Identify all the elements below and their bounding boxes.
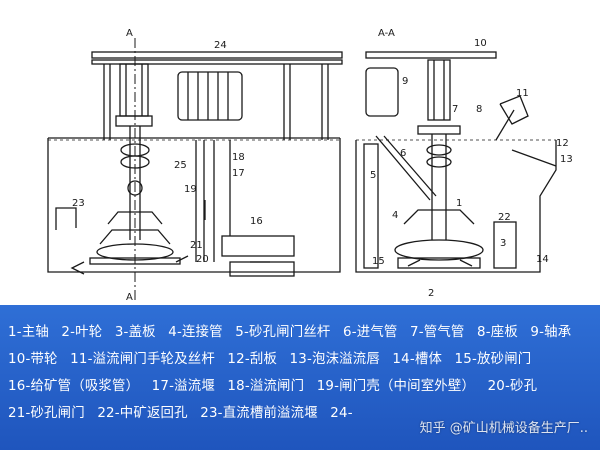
callout-right: 8 — [476, 104, 482, 115]
legend-item: 7-管气管 — [409, 325, 465, 340]
parts-legend: 1-主轴 2-叶轮 3-盖板 4-连接管 5-砂孔闸门丝杆 6-进气管 7-管气… — [0, 305, 600, 450]
callout-right: 22 — [498, 212, 511, 223]
legend-item: 14-槽体 — [392, 352, 443, 367]
section-mark-bottom: A — [126, 292, 133, 303]
callout-right: 1 — [456, 198, 462, 209]
callout-left: 17 — [232, 168, 245, 179]
legend-item: 13-泡沫溢流唇 — [289, 352, 380, 367]
callout-left: 25 — [174, 160, 187, 171]
legend-item: 21-砂孔闸门 — [8, 406, 85, 421]
legend-item: 17-溢流堰 — [151, 379, 215, 394]
callout-left: 18 — [232, 152, 245, 163]
callout-right: 4 — [392, 210, 398, 221]
callout-right: 2 — [428, 288, 434, 299]
legend-item: 1-主轴 — [8, 325, 49, 340]
legend-item: 16-给矿管（吸浆管） — [8, 379, 140, 394]
legend-item: 3-盖板 — [114, 325, 156, 340]
callout-left: 23 — [72, 198, 85, 209]
legend-line-1: 1-主轴 2-叶轮 3-盖板 4-连接管 5-砂孔闸门丝杆 6-进气管 7-管气… — [8, 319, 600, 346]
source-watermark: 知乎 @矿山机械设备生产厂.. — [419, 421, 588, 436]
legend-item: 20-砂孔 — [487, 379, 538, 394]
callout-left: 20 — [196, 254, 209, 265]
legend-item: 22-中矿返回孔 — [97, 406, 188, 421]
callout-right: 12 — [556, 138, 569, 149]
legend-line-2: 10-带轮 11-溢流闸门手轮及丝杆 12-刮板 13-泡沫溢流唇 14-槽体 … — [8, 346, 600, 373]
legend-item: 15-放砂闸门 — [454, 352, 532, 367]
legend-item: 10-带轮 — [8, 352, 58, 367]
legend-item: 4-连接管 — [168, 325, 223, 340]
legend-item: 12-刮板 — [227, 352, 278, 367]
callout-right: 13 — [560, 154, 573, 165]
left-view — [47, 38, 343, 300]
legend-item: 23-直流槽前溢流堰 — [200, 406, 318, 421]
callout-right: 10 — [474, 38, 487, 49]
callout-right: 7 — [452, 104, 458, 115]
callout-left: 21 — [190, 240, 203, 251]
legend-item: 9-轴承 — [530, 325, 572, 340]
legend-item: 8-座板 — [476, 325, 518, 340]
flotation-machine-drawing: A A A-A 24 25 18 17 19 23 16 21 20 10 9 … — [47, 28, 573, 303]
legend-item: 18-溢流闸门 — [227, 379, 305, 394]
callout-left: 16 — [250, 216, 263, 227]
callout-left: 19 — [184, 184, 197, 195]
callout-right: 3 — [500, 238, 506, 249]
legend-line-3: 16-给矿管（吸浆管） 17-溢流堰 18-溢流闸门 19-闸门壳（中间室外壁）… — [8, 373, 600, 400]
section-view-title: A-A — [378, 28, 395, 39]
section-mark-top: A — [126, 28, 133, 39]
callout-left: 24 — [214, 40, 227, 51]
callout-right: 6 — [400, 148, 406, 159]
legend-item: 11-溢流闸门手轮及丝杆 — [70, 352, 215, 367]
legend-item: 6-进气管 — [342, 325, 398, 340]
callout-right: 14 — [536, 254, 549, 265]
legend-item: 2-叶轮 — [61, 325, 103, 340]
callout-right: 11 — [516, 88, 529, 99]
callout-right: 15 — [372, 256, 385, 267]
callout-right: 9 — [402, 76, 408, 87]
legend-line-4: 21-砂孔闸门 22-中矿返回孔 23-直流槽前溢流堰 24- — [8, 400, 600, 427]
callout-right: 5 — [370, 170, 376, 181]
legend-item: 19-闸门壳（中间室外壁） — [316, 379, 476, 394]
right-view — [355, 51, 557, 273]
legend-item: 5-砂孔闸门丝杆 — [235, 325, 331, 340]
legend-item: 24- — [330, 406, 353, 421]
